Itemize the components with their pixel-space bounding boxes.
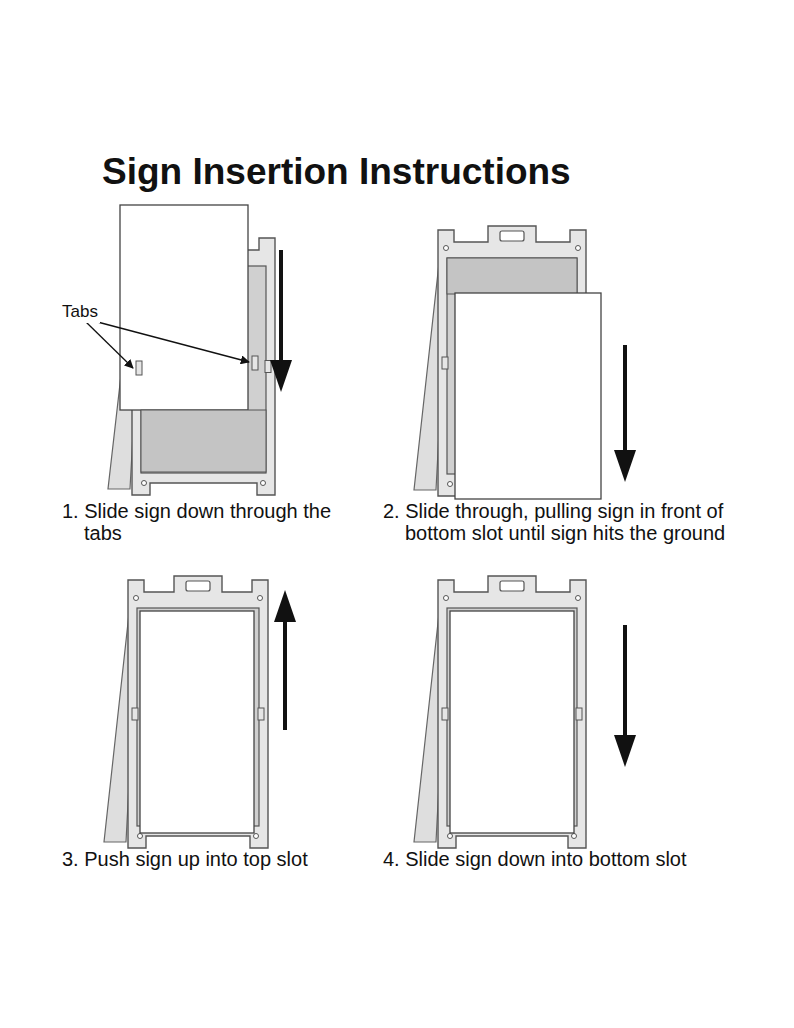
tab bbox=[252, 356, 258, 370]
sign-sheet bbox=[120, 205, 248, 410]
a-frame-sign bbox=[104, 576, 268, 848]
sign-sheet bbox=[450, 611, 574, 833]
direction-arrow bbox=[274, 590, 296, 730]
leader-line bbox=[90, 320, 249, 362]
direction-arrow bbox=[270, 250, 292, 392]
step-caption: 4. Slide sign down into bottom slot bbox=[383, 848, 765, 870]
direction-arrow bbox=[614, 625, 636, 767]
step-caption: 1. Slide sign down through the tabs bbox=[62, 500, 366, 544]
direction-arrow bbox=[614, 345, 636, 482]
tab bbox=[136, 361, 142, 375]
frame-opening bbox=[141, 410, 266, 472]
step-caption: 2. Slide through, pulling sign in front … bbox=[383, 500, 727, 544]
frame-opening bbox=[447, 258, 577, 294]
heading: Sign Insertion Instructions bbox=[102, 150, 571, 194]
step-caption: 3. Push sign up into top slot bbox=[62, 848, 384, 870]
part-label: Tabs bbox=[60, 301, 100, 323]
sign-sheet bbox=[140, 611, 254, 833]
sign-sheet bbox=[455, 293, 601, 499]
a-frame-sign bbox=[414, 576, 586, 848]
